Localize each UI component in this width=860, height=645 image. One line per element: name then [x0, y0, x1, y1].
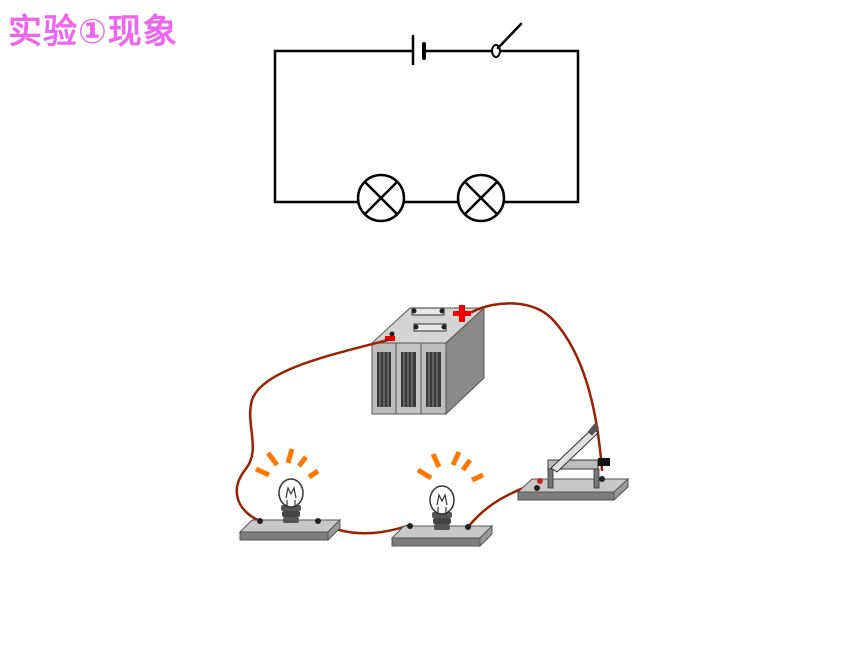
- schematic-battery: [411, 34, 426, 66]
- schematic-wire: [498, 49, 580, 204]
- circuit-apparatus: [235, 302, 630, 548]
- bulb-2-glow: [416, 450, 485, 483]
- knife-switch: [516, 423, 630, 502]
- battery-pack: [370, 305, 486, 416]
- bulb-2: [390, 450, 494, 548]
- battery-plus-terminal: [453, 305, 471, 322]
- schematic-switch: [491, 22, 523, 58]
- bulb-1: [238, 448, 342, 542]
- battery-minus-terminal: [385, 336, 395, 341]
- schematic-lamp: [356, 173, 406, 223]
- bulb-1-glow: [254, 448, 320, 480]
- circuit-schematic: [273, 22, 580, 223]
- schematic-wire: [273, 49, 415, 204]
- wire-battery-to-bulb1: [235, 338, 390, 522]
- schematic-lamp: [456, 173, 506, 223]
- page-title: 实验①现象: [8, 12, 178, 52]
